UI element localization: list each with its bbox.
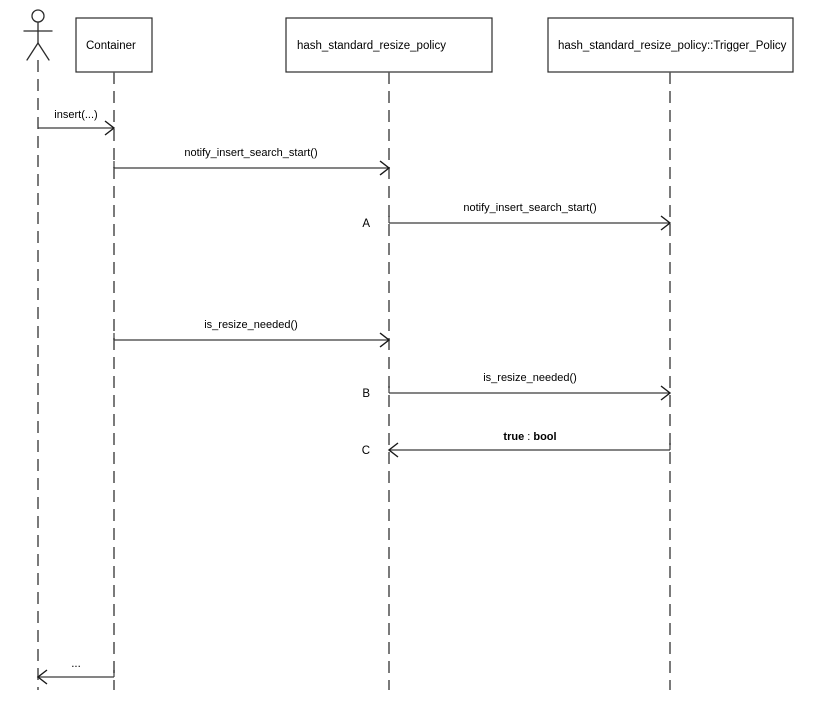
actor-left-leg-line [26, 42, 39, 61]
message-return-true-bool[interactable]: C true : bool [362, 431, 671, 458]
message-is-resize-needed-2[interactable]: B is_resize_needed() [362, 372, 672, 401]
message-notify-insert-search-start-2[interactable]: A notify_insert_search_start() [362, 202, 672, 231]
message-label-notify-insert-search-start-1: notify_insert_search_start() [184, 147, 317, 159]
participant-label-trigger-policy: hash_standard_resize_policy::Trigger_Pol… [558, 40, 787, 52]
step-label-c: C [362, 445, 370, 457]
return-type-text: bool [533, 431, 556, 443]
participant-box-container-rect[interactable] [75, 17, 153, 73]
message-arrowhead-return-ellipsis [36, 669, 48, 685]
participant-label-container: Container [86, 40, 136, 52]
message-arrowhead-notify-insert-search-start-1 [379, 160, 391, 176]
message-arrowhead-is-resize-needed-2 [660, 385, 672, 401]
message-label-return-true-bool: true : bool [503, 431, 556, 443]
message-label-insert: insert(...) [54, 109, 97, 121]
step-label-b: B [362, 388, 370, 400]
participant-label-resize-policy: hash_standard_resize_policy [297, 40, 446, 52]
participant-box-container[interactable]: Container [75, 17, 153, 73]
lifelines [37, 60, 671, 690]
message-label-notify-insert-search-start-2: notify_insert_search_start() [463, 202, 596, 214]
participant-box-resize-policy[interactable]: hash_standard_resize_policy [285, 17, 493, 73]
message-arrowhead-return-true-bool [387, 442, 399, 458]
message-arrowhead-notify-insert-search-start-2 [660, 215, 672, 231]
participant-box-trigger-policy[interactable]: hash_standard_resize_policy::Trigger_Pol… [547, 17, 794, 73]
message-arrowhead-is-resize-needed-1 [379, 332, 391, 348]
actor-right-leg-line [37, 42, 50, 61]
message-label-is-resize-needed-1: is_resize_needed() [204, 319, 298, 331]
step-label-a: A [362, 218, 370, 230]
return-value-text: true [503, 431, 524, 443]
message-is-resize-needed-1[interactable]: is_resize_needed() [113, 319, 391, 348]
message-label-return-ellipsis: ... [71, 658, 81, 670]
message-notify-insert-search-start-1[interactable]: notify_insert_search_start() [113, 147, 391, 176]
message-arrowhead-insert [104, 120, 116, 136]
participant-box-resize-policy-rect[interactable] [285, 17, 493, 73]
message-return-ellipsis[interactable]: ... [36, 658, 115, 685]
participant-box-trigger-policy-rect[interactable] [547, 17, 794, 73]
actor-stick-figure [23, 9, 53, 61]
message-label-is-resize-needed-2: is_resize_needed() [483, 372, 577, 384]
actor-head-icon [31, 9, 45, 23]
return-separator-text: : [524, 431, 533, 443]
message-insert[interactable]: insert(...) [38, 109, 116, 136]
